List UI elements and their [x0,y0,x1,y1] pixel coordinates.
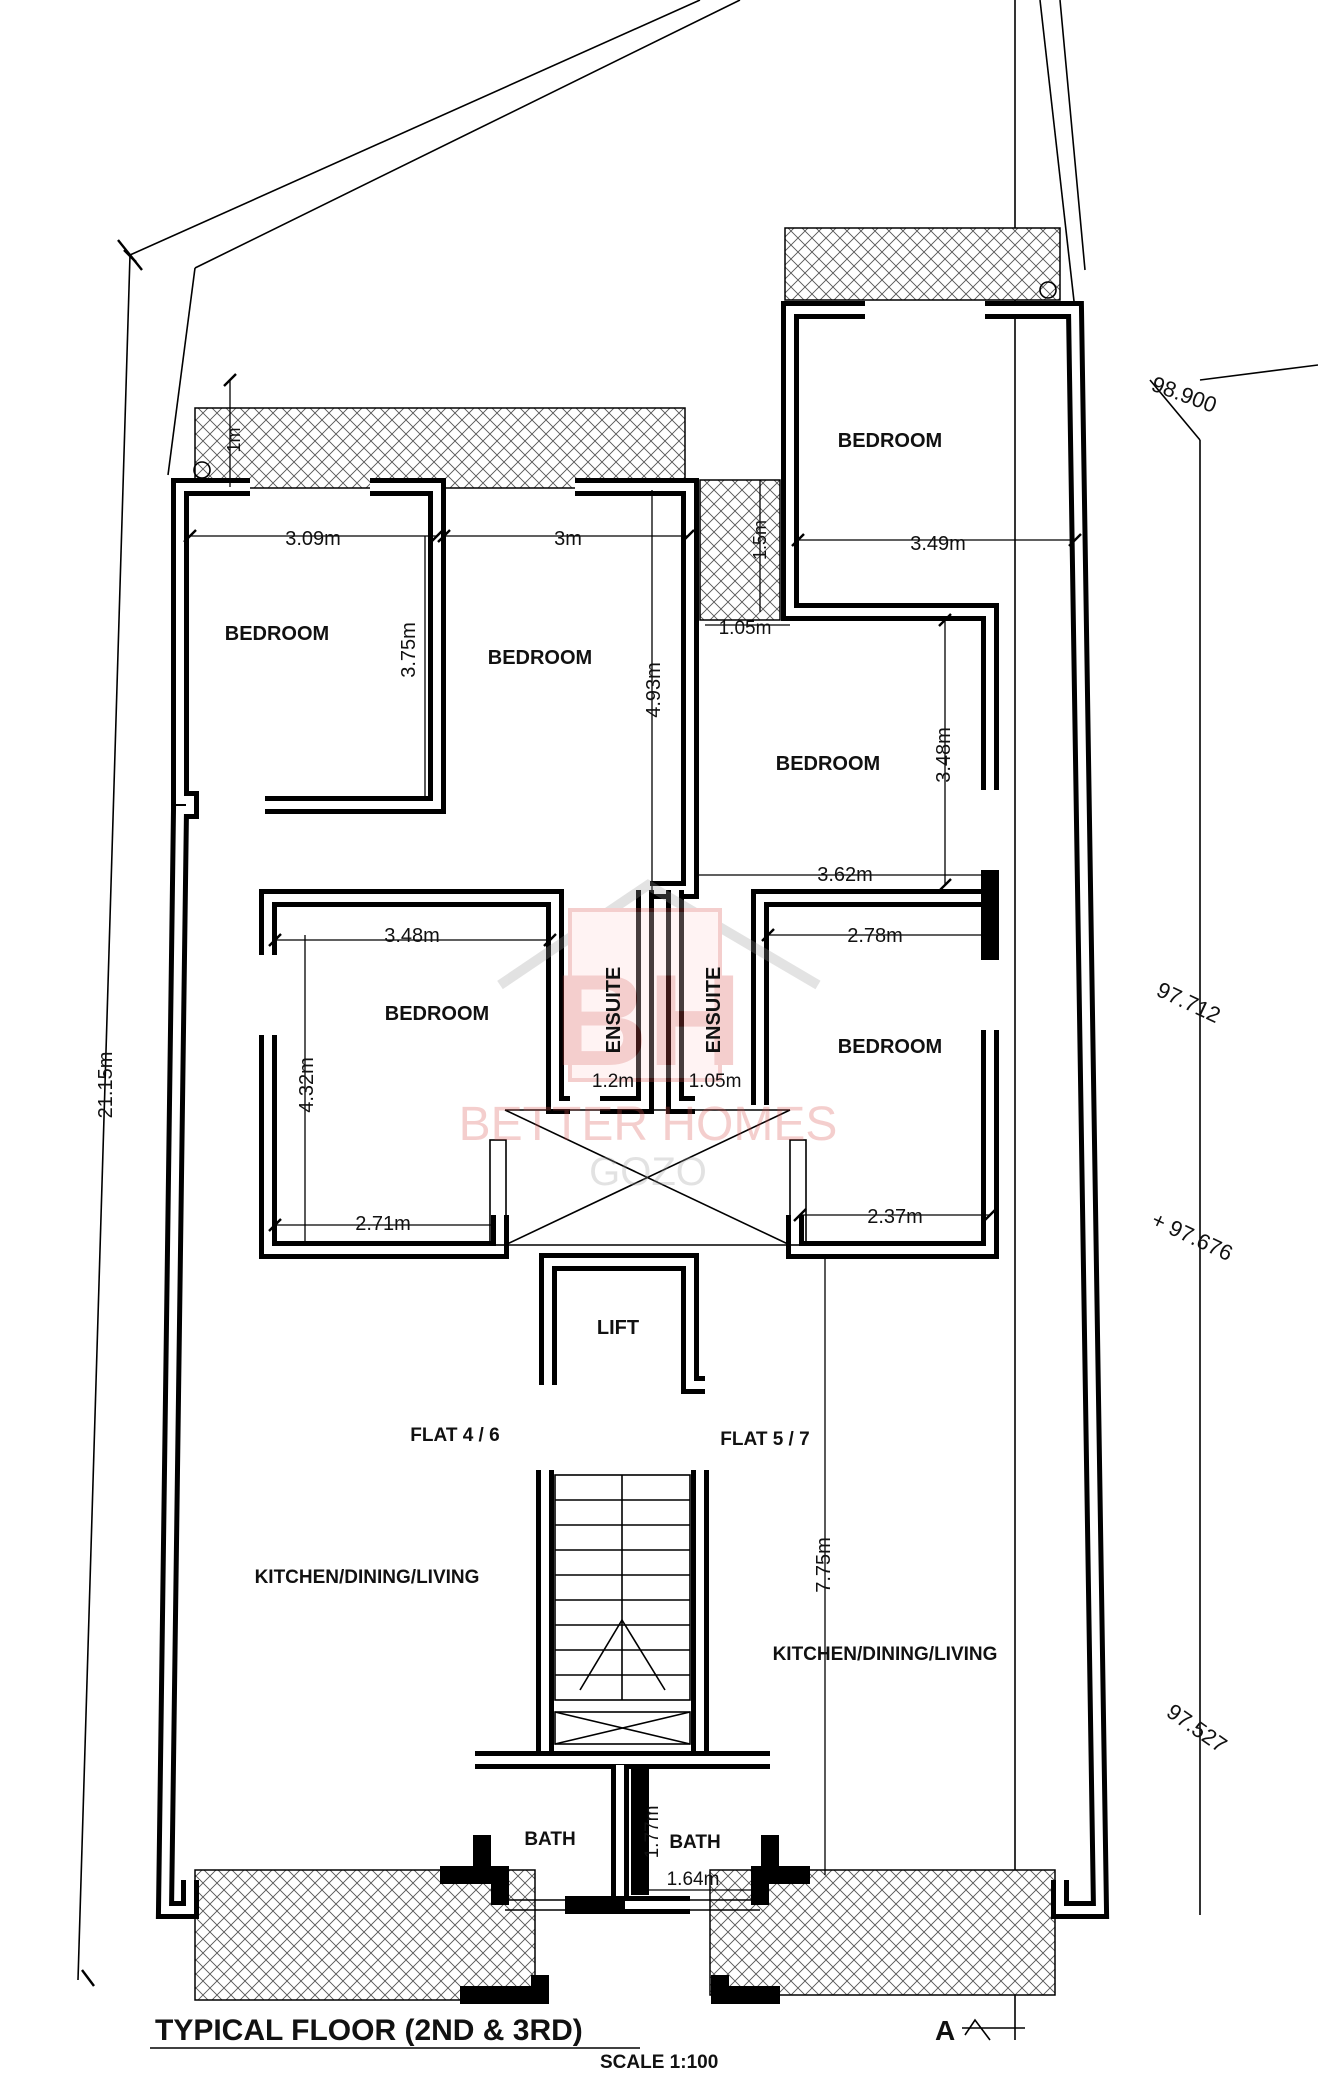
title-block: TYPICAL FLOOR (2ND & 3RD) SCALE 1:100 A [155,2014,955,2073]
label-bedroom-f: BEDROOM [838,1036,942,1058]
dimension-lines [81,249,1082,1987]
dim-2-78: 2.78m [847,925,903,947]
watermark-logo: BH [554,947,742,1093]
balcony-bottom-left [194,1869,536,2001]
section-marker: A [935,2015,955,2046]
label-flat-right: FLAT 5 / 7 [720,1429,809,1450]
label-ensuite-left: ENSUITE [603,967,625,1054]
label-ensuite-right: ENSUITE [703,967,725,1054]
dim-1-05-top: 1.05m [719,618,772,639]
label-lift: LIFT [597,1317,639,1339]
dim-3-75: 3.75m [398,622,420,678]
label-flat-left: FLAT 4 / 6 [410,1425,499,1446]
dim-3-09: 3.09m [285,528,341,550]
plan-title: TYPICAL FLOOR (2ND & 3RD) [155,2014,583,2047]
dim-2-71: 2.71m [355,1213,411,1235]
label-bedroom-c: BEDROOM [838,430,942,452]
dimension-labels: 3.09m 3m 3.49m 3.75m 4.93m 1.05m 1.5m 1m… [95,427,966,1890]
label-bedroom-b: BEDROOM [488,647,592,669]
label-bedroom-e: BEDROOM [385,1003,489,1025]
dim-1-77: 1.77m [642,1806,663,1859]
walls [155,301,1110,2004]
room-labels: BEDROOM BEDROOM BEDROOM BEDROOM BEDROOM … [225,430,998,1853]
dim-3-48-v: 3.48m [933,727,955,783]
label-bedroom-d: BEDROOM [776,753,880,775]
dim-1-64: 1.64m [667,1869,720,1890]
section-line [150,2018,1025,2049]
watermark-line2: GOZO [589,1150,707,1194]
label-bedroom-a: BEDROOM [225,623,329,645]
lightwell-hatch [699,479,781,621]
label-kdl-left: KITCHEN/DINING/LIVING [255,1567,480,1588]
stair-treads [554,1474,691,1745]
level-markers [1149,379,1201,441]
dim-1m: 1m [224,427,244,452]
hatched-areas [193,227,1061,2001]
plan-scale: SCALE 1:100 [600,2052,718,2073]
dim-3: 3m [554,528,582,550]
label-bath-right: BATH [669,1832,720,1853]
dim-3-49: 3.49m [910,533,966,555]
dim-2-37: 2.37m [867,1206,923,1228]
dim-4-93: 4.93m [643,662,665,718]
label-bath-left: BATH [524,1829,575,1850]
dim-1-2: 1.2m [592,1071,634,1092]
watermark: BH BETTER HOMES GOZO [459,879,838,1194]
dim-1-5: 1.5m [750,520,770,560]
level-97-527: 97.527 [1162,1699,1231,1758]
level-97-712: 97.712 [1153,977,1225,1028]
dim-7-75: 7.75m [813,1537,835,1593]
watermark-line1: BETTER HOMES [459,1098,838,1151]
level-labels: 98.900 97.712 + 97.676 97.527 [1148,371,1237,1757]
dim-21-15: 21.15m [95,1052,117,1119]
dim-4-32: 4.32m [296,1057,318,1113]
dim-3-48-h: 3.48m [384,925,440,947]
dim-3-62: 3.62m [817,864,873,886]
dim-1-05-mid: 1.05m [689,1071,742,1092]
site-boundary [77,0,1318,2040]
balcony-top-right [784,227,1061,301]
lobby-lines [489,1109,807,1911]
label-kdl-right: KITCHEN/DINING/LIVING [773,1644,998,1665]
balcony-top-left [194,407,686,489]
level-97-676: + 97.676 [1148,1207,1237,1266]
